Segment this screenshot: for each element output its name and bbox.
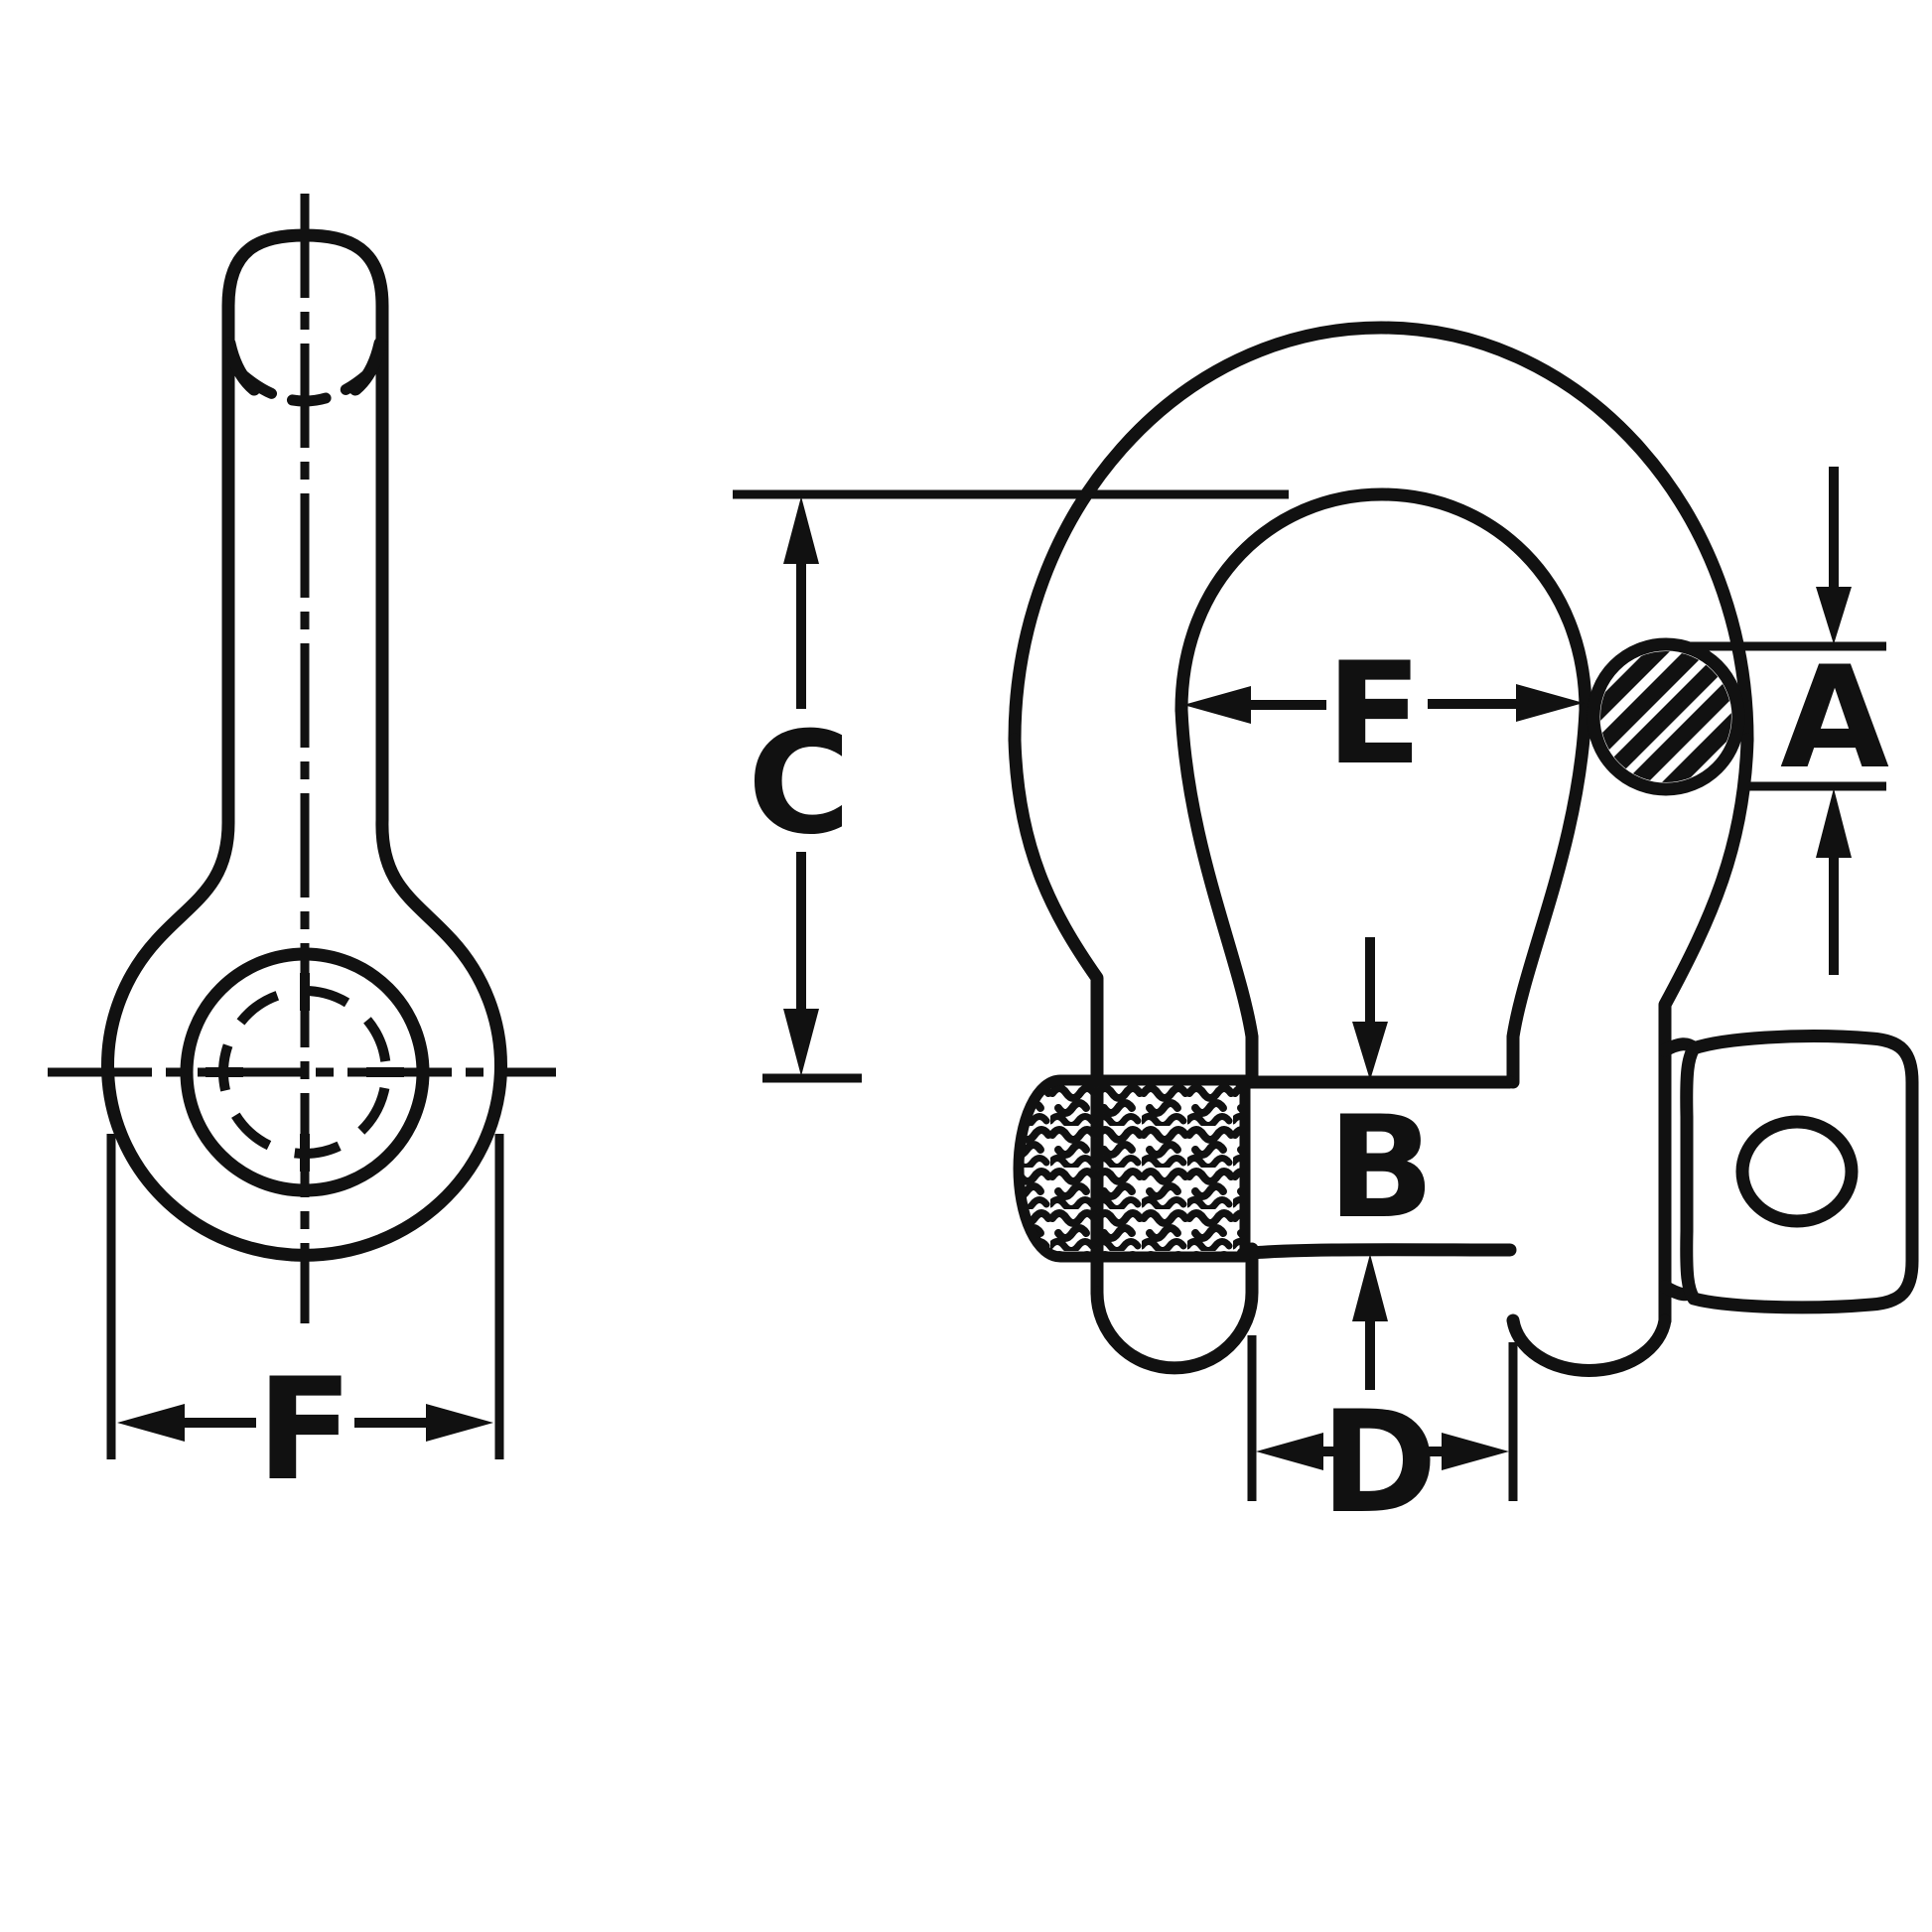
pin-thread-section [1013, 1074, 1251, 1263]
b-arrow-down [1352, 1022, 1388, 1080]
right-ear-bottom [1506, 1313, 1672, 1377]
dimension-E: E [1183, 632, 1584, 796]
dimension-A: A [1645, 467, 1889, 975]
f-arrow-left [117, 1404, 185, 1442]
bow-outer-left-leg [1008, 733, 1104, 1300]
pin-head-hole [1735, 1115, 1859, 1228]
a-label: A [1780, 636, 1889, 800]
dimension-B: B [1327, 937, 1435, 1390]
e-arrow-left [1183, 686, 1251, 724]
left-ear-bottom [1090, 1242, 1259, 1375]
b-arrow-up [1352, 1254, 1388, 1321]
dimension-C: C [733, 489, 1289, 1083]
a-arrow-down [1816, 587, 1852, 644]
pin-bottom-edge [1236, 1243, 1517, 1261]
c-label: C [748, 702, 851, 866]
bow-section-hatching [1600, 651, 1731, 782]
thread-hidden-circle [218, 986, 391, 1159]
dimension-D: D [1247, 1335, 1518, 1545]
side-view-figure [48, 194, 556, 1323]
bow-inner-right-edge [1506, 703, 1592, 1089]
e-label: E [1325, 632, 1422, 796]
bow-outer-right-leg [1658, 733, 1754, 1327]
a-arrow-up [1816, 788, 1852, 858]
bow-inner-arc [1174, 487, 1592, 717]
pin-ball-arc-right [348, 337, 387, 396]
c-arrow-up [783, 496, 819, 564]
e-arrow-right [1516, 684, 1584, 722]
b-label: B [1327, 1086, 1435, 1250]
c-arrow-down [783, 1009, 819, 1076]
dimension-F: F [106, 1134, 504, 1512]
d-arrow-left [1256, 1433, 1323, 1470]
pin-head [1680, 1030, 1919, 1314]
d-label: D [1320, 1381, 1438, 1545]
bow-outer-arc [1008, 321, 1754, 747]
pin-ball-arc-left [222, 337, 261, 396]
d-arrow-right [1442, 1433, 1509, 1470]
bow-inner-left-edge [1174, 703, 1259, 1089]
front-view-figure [1008, 321, 1919, 1377]
f-arrow-right [426, 1404, 493, 1442]
f-label: F [256, 1348, 352, 1512]
